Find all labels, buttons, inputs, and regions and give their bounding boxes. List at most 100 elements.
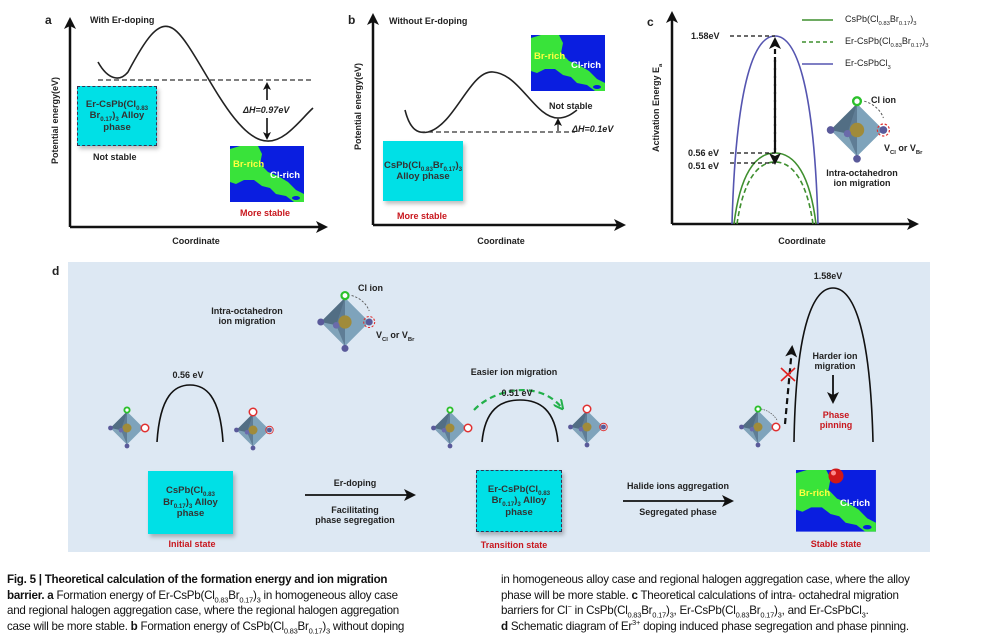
box-line: Br0.17)3 Alloy [89,110,145,124]
alloy-phase-box: Er-CsPb(Cl0.83 Br0.17)3 Alloy phase [77,86,157,146]
octahedron-icon [234,407,274,451]
legend-label: CsPb(Cl0.83Br0.17)3 [845,14,917,27]
subscript: 0.17 [308,626,323,636]
subscript: 0.83 [878,20,890,27]
subscript: 3 [458,165,463,173]
bold-text: Fig. 5 | Theoretical calculation of the … [7,573,388,586]
octahedron-icon [826,96,891,163]
box-line: phase [103,121,131,133]
cl-rich-label: Cl-rich [270,170,301,181]
arrow-top-label: Halide ions aggregation [626,481,730,491]
box-line: Br0.17)3 Alloy [491,495,547,509]
barrier-label: 0.56 eV [172,370,204,380]
subscript: 0.83 [538,489,551,497]
subscript: 0.83 [202,491,215,499]
arrow-top-label: Er-doping [333,478,377,488]
octahedron-icon [739,405,781,448]
box-line: phase [505,506,533,518]
caption-line: case will be more stable. b Formation en… [7,619,405,636]
y-axis-label: Activation Energy Ea [651,63,664,152]
barrier-arch-initial [156,384,224,443]
octahedron-icon [317,290,376,352]
state-label: Transition state [480,540,548,550]
br-rich-label: Br-rich [233,159,265,170]
subscript: 0.17 [898,20,911,27]
subscript: 0.17 [652,610,666,620]
y-axis-label: Potential energy(eV) [50,76,60,164]
subscript: 3 [913,20,917,27]
subscript: a [657,63,664,67]
subscript: 0.17 [502,501,515,509]
br-rich-label: Br-rich [799,488,831,499]
panel-title: Without Er-doping [389,16,468,26]
arrow-bottom-line: Facilitating [331,505,379,515]
subscript: 0.83 [214,594,229,604]
status-label: More stable [397,211,448,221]
easier-migration-label: Easier ion migration [470,367,558,377]
barrier-label: 1.58eV [813,271,843,281]
octahedron-icon [568,404,608,448]
subscript: 3 [925,42,929,49]
energy-curve [97,25,314,142]
cl-rich-label: Cl-rich [571,60,602,71]
subscript: 3 [777,610,782,620]
migration-line: ion migration [218,316,276,327]
migration-line: ion migration [833,178,891,189]
panel-c-graphics [666,11,919,230]
subscript: Br [915,149,923,156]
status-label: More stable [240,208,291,218]
pinning-line: pinning [819,420,853,431]
migration-label: Intra-octahedron ion migration [211,306,283,327]
note-line: migration [814,361,856,372]
level-label: 0.56 eV [688,148,720,158]
bold-text: d [501,619,508,633]
subscript: 3 [325,626,330,636]
octahedron-icon [108,406,150,449]
box-line: Er-CsPb(Cl0.83 [85,98,149,112]
state-label: Stable state [810,539,862,549]
br-rich-label: Br-rich [534,51,566,62]
superscript: 3+ [632,617,641,627]
legend-label: Er-CsPb(Cl0.83Br0.17)3 [845,36,929,49]
vacancy-label: VCl or VBr [376,330,415,343]
bold-text: b [130,619,138,633]
panel-label-c: c [647,15,654,29]
subscript: Cl [890,149,896,156]
box-line: Alloy phase [396,171,450,182]
subscript: Cl [382,336,388,343]
caption-line: barriers for Cl− in CsPb(Cl0.83Br0.17)3,… [501,602,869,620]
state-label: Initial state [168,539,216,549]
status-label: Not stable [549,101,593,111]
panel-label-d: d [52,264,60,278]
delta-h-label: ΔH=0.97eV [243,105,290,115]
x-axis-label: Coordinate [477,236,525,246]
subscript: 0.83 [283,626,298,636]
caption-right-column: in homogeneous alloy case and regional h… [501,572,910,634]
status-label: Not stable [93,152,137,162]
subscript: 0.83 [420,165,433,173]
barrier-label: 0.51 eV [501,388,533,398]
subscript: Br [407,336,415,343]
subscript: 0.83 [890,42,902,49]
subscript: 0.17 [910,42,923,49]
caption-left-column: Fig. 5 | Theoretical calculation of the … [7,572,404,634]
initial-alloy-box: CsPb(Cl0.83 Br0.17)3 Alloy phase [148,471,233,534]
subscript: 3 [887,64,891,71]
caption-line: in homogeneous alloy case and regional h… [501,573,910,586]
bold-text: c [631,588,638,602]
subscript: 0.83 [136,104,149,112]
level-label: 0.51 eV [688,161,720,171]
panel-b-graphics [367,13,626,231]
subscript: 0.17 [443,165,456,173]
subscript: 0.83 [627,610,642,620]
subscript: 0.17 [173,502,186,510]
vacancy-label: VCl or VBr [884,143,923,156]
bold-text: barrier. a [7,588,54,602]
migration-line: Intra-octahedron [211,306,283,316]
er-ion-ball [828,468,844,484]
subscript: 3 [188,502,193,510]
x-axis-label: Coordinate [172,236,220,246]
box-line: CsPb(Cl0.83Br0.17)3 [383,159,463,173]
caption-line: barrier. a Formation energy of Er-CsPb(C… [7,588,398,604]
